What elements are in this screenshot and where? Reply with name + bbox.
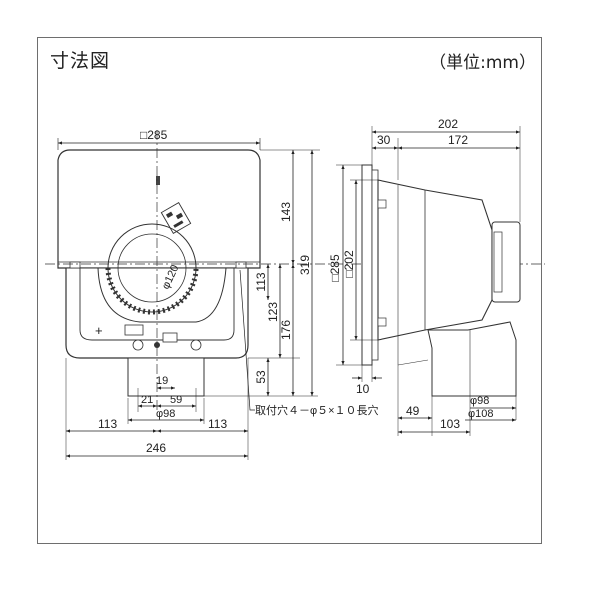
svg-text:+: + <box>95 323 103 338</box>
height-body-label: 123 <box>266 302 280 322</box>
drawing-frame <box>37 37 542 544</box>
height-duct-offset-label: 176 <box>279 320 293 340</box>
side-body-size-label: □202 <box>342 250 356 278</box>
side-duct-outer-label: φ108 <box>468 408 494 420</box>
side-depth-total-label: 202 <box>438 117 458 131</box>
height-hood-label: 143 <box>279 202 293 222</box>
side-view: 202 30 172 □285 □202 10 φ98 φ108 49 103 <box>328 117 521 436</box>
drawing-title: 寸法図 <box>50 50 111 72</box>
side-flange-thickness-label: 10 <box>356 382 370 396</box>
front-duct <box>127 357 205 397</box>
front-hood <box>57 149 261 269</box>
hood-width-label: □285 <box>140 128 168 142</box>
side-body-depth-label: 172 <box>448 133 468 147</box>
height-lower-label: 53 <box>254 370 268 384</box>
side-duct-length-label: 103 <box>440 417 460 431</box>
offset-center-label: 19 <box>156 375 168 387</box>
offset-right-label: 59 <box>170 394 182 406</box>
hood-label-sticker <box>160 201 192 235</box>
side-mount-plate <box>361 164 373 366</box>
side-hood <box>377 179 493 341</box>
unit-label: （単位:mm） <box>429 53 536 73</box>
fan-impeller <box>105 223 199 315</box>
side-duct <box>427 321 517 397</box>
duct-dia-label: φ98 <box>156 408 175 420</box>
height-upper-body-label: 113 <box>254 272 268 291</box>
body-width-label: 246 <box>146 441 166 455</box>
height-total-label: 319 <box>298 255 312 275</box>
front-view: + □285 143 113 123 176 319 53 <box>45 128 545 460</box>
side-right-label: 113 <box>208 417 227 431</box>
side-plate-size-label: □285 <box>328 254 342 282</box>
side-left-label: 113 <box>98 417 117 431</box>
side-duct-offset-label: 49 <box>406 404 420 418</box>
offset-left-label: 21 <box>141 394 153 406</box>
side-duct-inner-label: φ98 <box>470 395 489 407</box>
mount-hole-note: 取付穴４－φ５×１０長穴 <box>255 403 379 417</box>
side-flange-label: 30 <box>377 133 391 147</box>
